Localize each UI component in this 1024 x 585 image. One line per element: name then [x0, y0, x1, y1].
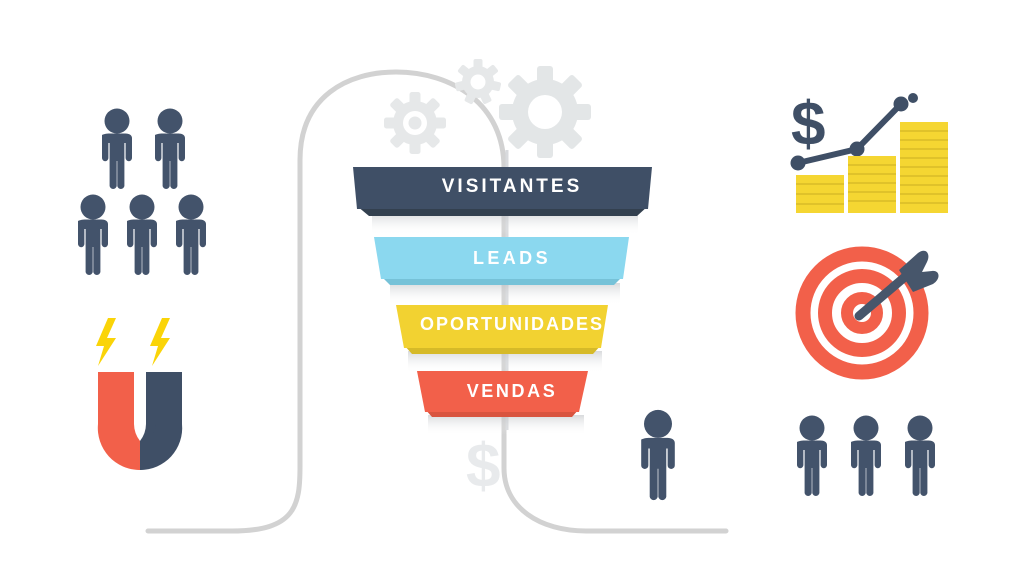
target-ring-inner — [841, 292, 883, 334]
dollar-watermark-icon: $ — [466, 432, 500, 501]
trend-point — [849, 141, 865, 157]
gear-large-right-icon — [499, 66, 591, 158]
lightning-bolt-icon — [96, 318, 116, 366]
curved-journey-path — [145, 69, 729, 534]
funnel-stage-leads-shape — [374, 237, 629, 279]
funnel-stage-oportunidades-shape — [396, 305, 608, 348]
dollar-sign-icon: $ — [791, 90, 825, 159]
funnel-stage-visitantes[interactable] — [353, 167, 652, 216]
people-group-right-figures — [797, 415, 935, 497]
person-icon — [851, 415, 881, 497]
person-icon — [797, 415, 827, 497]
coin-growth-chart-icon: $ — [790, 90, 948, 213]
trend-point — [908, 93, 918, 103]
magnet-icon — [96, 318, 183, 471]
dart-shaft — [854, 271, 911, 321]
trend-point — [790, 155, 806, 171]
funnel-stage-oportunidades[interactable] — [396, 305, 608, 354]
coin-stack-2 — [848, 156, 896, 213]
lightning-bolt-icon — [150, 318, 170, 366]
trend-point — [893, 96, 909, 112]
coin-stack-3 — [900, 122, 948, 213]
coin-stack-1 — [796, 175, 844, 213]
target-ring-outer — [795, 246, 929, 380]
funnel-stage-vendas-shape — [417, 371, 588, 412]
target-dart-icon — [795, 246, 939, 380]
gear-medium-left-icon — [384, 92, 446, 154]
target-ring-middle — [818, 269, 906, 357]
gear-small-top-icon — [454, 59, 502, 105]
person-converted — [641, 409, 675, 501]
person-icon — [905, 415, 935, 497]
funnel-stage-vendas[interactable] — [417, 371, 588, 417]
dart-flight — [899, 250, 939, 292]
funnel-stage-visitantes-shape — [353, 167, 652, 209]
funnel-stage-leads[interactable] — [374, 237, 629, 285]
